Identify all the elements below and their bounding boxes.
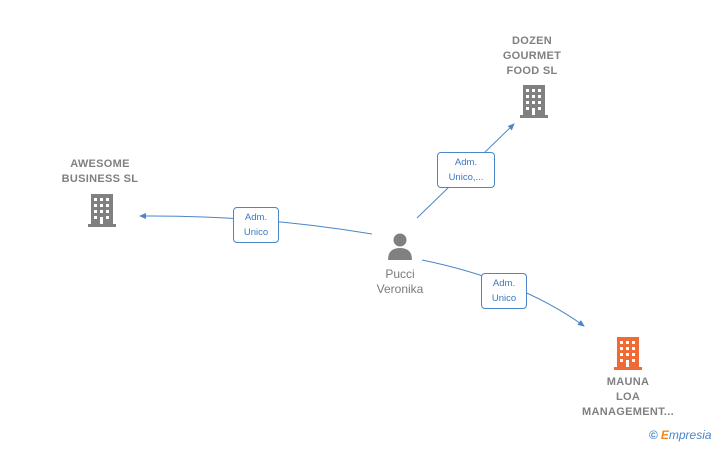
label-line: DOZEN	[512, 35, 552, 47]
copyright-symbol: ©	[649, 428, 658, 442]
edge-label-to-mauna[interactable]: Adm. Unico	[481, 273, 527, 309]
edge-label-line: Unico	[491, 293, 517, 304]
node-label-person[interactable]: Pucci Veronika	[357, 267, 443, 297]
label-line: Pucci	[385, 267, 415, 281]
label-line: FOOD SL	[506, 65, 558, 77]
edge-label-to-awesome[interactable]: Adm. Unico	[233, 207, 279, 243]
label-line: MANAGEMENT...	[582, 406, 674, 418]
edge-label-line: Unico	[243, 227, 269, 238]
label-line: GOURMET	[502, 50, 562, 62]
edge-label-to-dozen[interactable]: Adm. Unico,...	[437, 152, 495, 188]
building-icon[interactable]	[518, 82, 550, 118]
node-label-mauna[interactable]: MAUNA LOA MANAGEMENT...	[566, 375, 690, 420]
building-icon[interactable]	[86, 191, 118, 227]
edge-label-line: Adm.	[492, 278, 516, 289]
label-line: AWESOME	[70, 158, 130, 170]
label-line: MAUNA	[606, 376, 650, 388]
empresia-logo: ©Empresia	[649, 428, 712, 442]
label-line: LOA	[615, 391, 641, 403]
logo-first-letter: E	[660, 428, 669, 442]
edge-label-line: Adm.	[454, 157, 478, 168]
logo-rest: mpresia	[668, 428, 712, 442]
edge-label-line: Unico,...	[448, 172, 484, 183]
building-icon[interactable]	[612, 334, 644, 370]
label-line: Veronika	[376, 282, 424, 296]
label-line: BUSINESS SL	[61, 173, 139, 185]
person-icon[interactable]	[386, 231, 414, 261]
node-label-dozen[interactable]: DOZEN GOURMET FOOD SL	[482, 34, 582, 79]
node-label-awesome[interactable]: AWESOME BUSINESS SL	[50, 157, 150, 187]
edge-label-line: Adm.	[244, 212, 268, 223]
